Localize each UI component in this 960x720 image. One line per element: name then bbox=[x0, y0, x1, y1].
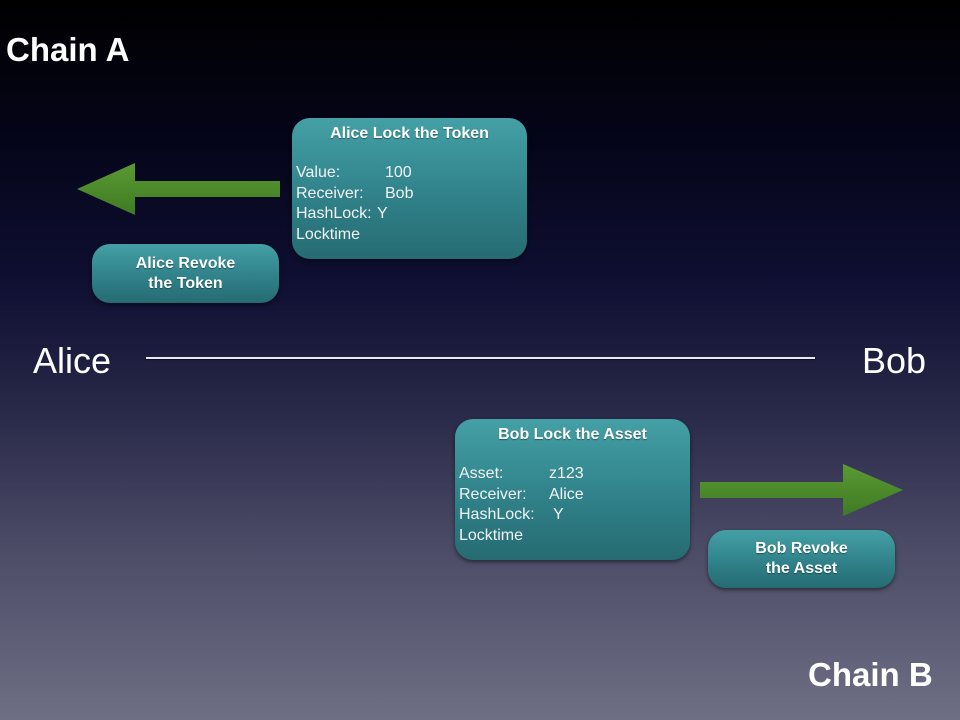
right-arrow-icon bbox=[700, 464, 903, 516]
field-row: Locktime bbox=[296, 225, 413, 246]
field-key: Asset: bbox=[459, 465, 504, 482]
field-value: 100 bbox=[385, 164, 412, 181]
field-value: Alice bbox=[549, 485, 584, 503]
field-key: HashLock: bbox=[459, 506, 535, 523]
timeline-divider bbox=[146, 357, 815, 359]
field-row: HashLock: Y bbox=[459, 505, 584, 526]
field-key: Locktime bbox=[459, 526, 524, 544]
alice-lock-fields: Value: 100 Receiver: Bob HashLock: Y Lockti… bbox=[296, 163, 413, 245]
alice-lock-token-box: Alice Lock the Token Value: 100 Receiver:… bbox=[292, 118, 527, 259]
bob-lock-fields: Asset: z123 Receiver: Alice HashLock: Y Loc… bbox=[459, 464, 584, 546]
field-row: Receiver: Bob bbox=[296, 184, 413, 205]
field-key: HashLock: bbox=[296, 205, 372, 222]
alice-revoke-line2: the Token bbox=[148, 274, 223, 292]
alice-revoke-line1: Alice Revoke bbox=[135, 254, 236, 272]
field-row: Asset: z123 bbox=[459, 464, 584, 485]
field-key: Receiver: bbox=[296, 184, 364, 202]
field-value: Bob bbox=[385, 184, 414, 202]
field-value: Y bbox=[377, 205, 388, 222]
alice-lock-title: Alice Lock the Token bbox=[330, 125, 489, 142]
bob-revoke-asset-box: Bob Revoke the Asset bbox=[708, 530, 895, 588]
field-key: Value: bbox=[296, 164, 341, 181]
left-arrow-icon bbox=[77, 163, 280, 215]
alice-label: Alice bbox=[33, 340, 112, 381]
bob-lock-title: Bob Lock the Asset bbox=[498, 426, 647, 443]
alice-revoke-token-box: Alice Revoke the Token bbox=[92, 244, 279, 303]
field-row: Receiver: Alice bbox=[459, 485, 584, 506]
chain-a-label: Chain A bbox=[6, 31, 130, 68]
bob-revoke-line1: Bob Revoke bbox=[755, 540, 848, 557]
field-row: HashLock: Y bbox=[296, 204, 413, 225]
field-value: Y bbox=[553, 506, 564, 523]
bob-revoke-line2: the Asset bbox=[765, 560, 838, 577]
bob-lock-asset-box: Bob Lock the Asset Asset:z123 Receiver:A… bbox=[455, 419, 690, 560]
field-value: z123 bbox=[549, 465, 584, 482]
field-key: Receiver: bbox=[459, 485, 527, 503]
field-row: Locktime bbox=[459, 526, 584, 547]
field-key: Locktime bbox=[296, 225, 361, 243]
field-row: Value: 100 bbox=[296, 163, 413, 184]
bob-label: Bob bbox=[862, 340, 927, 381]
chain-b-label: Chain B bbox=[808, 656, 933, 693]
